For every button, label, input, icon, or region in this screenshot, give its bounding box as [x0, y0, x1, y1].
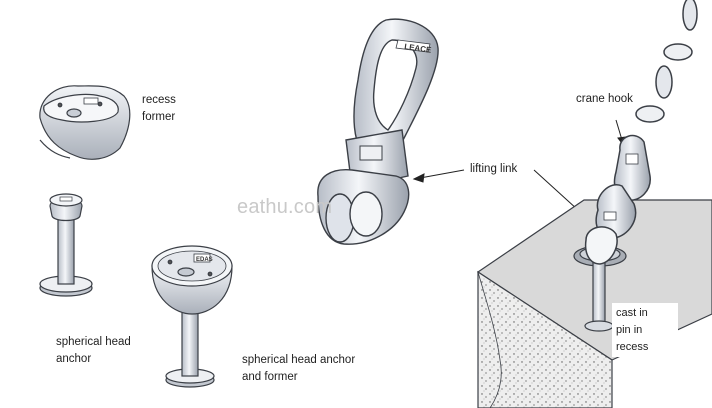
label-lifting-link: lifting link	[470, 163, 518, 175]
watermark: eathu.com	[237, 196, 333, 218]
label-crane-hook: crane hook	[576, 93, 633, 105]
recess-former-illustration	[39, 85, 131, 160]
lifting-link-illustration	[317, 18, 439, 245]
former-stamp-text: EDAS	[196, 257, 213, 263]
label-recess-former: recess former	[142, 94, 176, 123]
anchor-and-former-illustration	[151, 245, 233, 388]
crane-hook-chain-illustration	[584, 0, 698, 265]
label-anchor-and-former: spherical head anchor and former	[242, 354, 356, 383]
label-spherical-head-anchor: spherical head anchor	[56, 336, 131, 365]
label-cast-in-pin: cast in pin in recess	[612, 303, 678, 357]
spherical-head-anchor-illustration	[39, 193, 93, 297]
link-stamp-text: LEACE	[404, 42, 433, 55]
